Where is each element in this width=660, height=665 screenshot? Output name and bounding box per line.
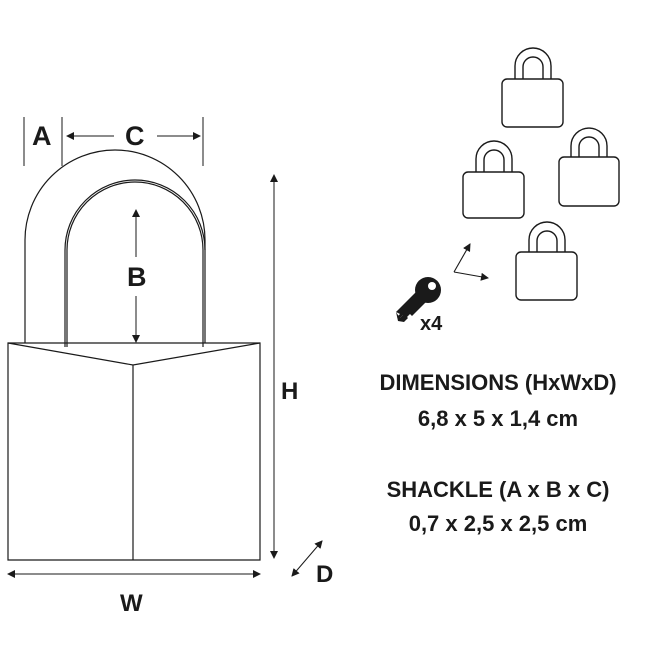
dimension-w-label: W [120, 590, 143, 617]
padlock-icon [501, 47, 564, 128]
dimension-c-label: C [125, 121, 145, 151]
padlock-shackle [24, 149, 206, 347]
dimensions-title: DIMENSIONS (HxWxD) [379, 370, 617, 395]
key-count-label: x4 [420, 313, 443, 335]
direction-arrows [453, 243, 489, 281]
shackle-value: 0,7 x 2,5 x 2,5 cm [408, 511, 588, 536]
padlock-icon [558, 127, 620, 207]
dimension-h-label: H [281, 378, 299, 405]
dimension-a-label: A [32, 121, 52, 151]
dimensions-value: 6,8 x 5 x 1,4 cm [417, 406, 579, 431]
key-icon [396, 277, 441, 322]
padlock-icon [515, 221, 578, 301]
padlock-icon [462, 140, 525, 219]
dimension-d-label: D [316, 561, 334, 588]
shackle-title: SHACKLE (A x B x C) [386, 477, 610, 502]
padlock-body [7, 342, 261, 561]
dimension-d-marker [291, 540, 323, 577]
dimension-a-marker [23, 117, 63, 166]
dimension-c-marker [66, 117, 204, 166]
dimension-b-label: B [127, 262, 147, 292]
